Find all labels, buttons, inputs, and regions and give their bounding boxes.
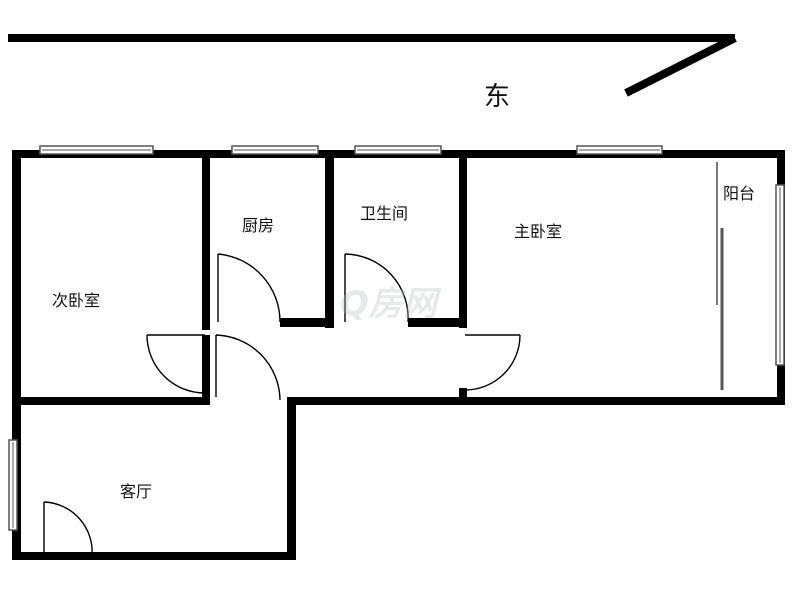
wall-corridor-left — [202, 335, 210, 405]
wall-master-stub — [459, 388, 467, 405]
wall-bedroom2-bottom — [12, 397, 207, 405]
window-glass-lines — [12, 149, 781, 528]
door-master — [464, 334, 521, 391]
room-label-balcony: 阳台 — [723, 184, 756, 203]
room-label-living-room: 客厅 — [120, 482, 153, 501]
doors — [43, 253, 521, 558]
room-label-kitchen: 厨房 — [242, 216, 275, 235]
wall-kitchen-bottom — [280, 318, 332, 327]
door-entrance — [43, 501, 93, 558]
wall-bath-bottom — [408, 318, 465, 327]
direction-arrow — [8, 34, 737, 97]
room-label-secondary-bedroom: 次卧室 — [52, 291, 101, 310]
wall-kitchen-bath — [325, 150, 334, 328]
balcony-partition — [716, 162, 724, 390]
door-corridor — [215, 334, 281, 401]
direction-arrow-head — [624, 34, 737, 97]
wall-kitchen-left — [202, 150, 210, 330]
door-bathroom — [344, 253, 409, 323]
interior-walls — [12, 150, 467, 405]
compass-direction-label: 东 — [484, 82, 511, 112]
room-label-bathroom: 卫生间 — [360, 204, 409, 223]
room-label-master-bedroom: 主卧室 — [514, 222, 563, 241]
door-kitchen — [217, 253, 281, 323]
door-bedroom2 — [146, 334, 206, 394]
wall-bottom-left — [12, 552, 296, 560]
wall-bottom-right — [287, 397, 785, 405]
watermark: Q房网 — [340, 284, 437, 324]
wall-bath-master — [459, 150, 467, 328]
wall-living-right — [287, 397, 296, 560]
wall-left — [12, 150, 21, 560]
